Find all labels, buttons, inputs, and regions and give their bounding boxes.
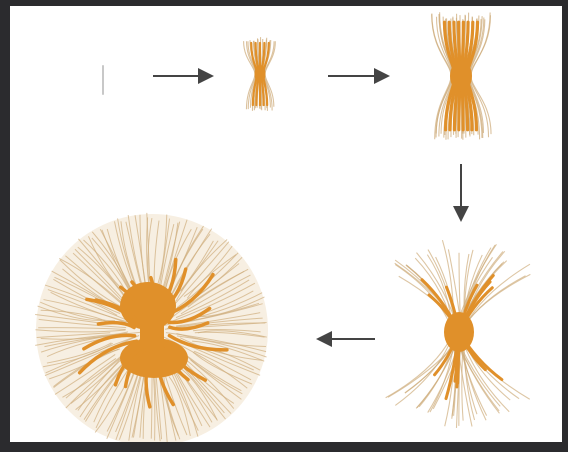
- diagram-frame: [10, 6, 562, 442]
- stage-2-small-hourglass: [244, 37, 276, 111]
- stage-5-full-sphere: [35, 213, 268, 442]
- stage-3-tall-bundle: [432, 12, 491, 139]
- core-waist: [450, 61, 472, 92]
- fiber: [395, 332, 454, 405]
- core-waist: [255, 65, 266, 83]
- stage-4-fanned-hourglass: [386, 240, 531, 428]
- growth-stages-diagram: [10, 6, 562, 442]
- core-waist: [444, 312, 474, 352]
- fiber: [395, 265, 452, 332]
